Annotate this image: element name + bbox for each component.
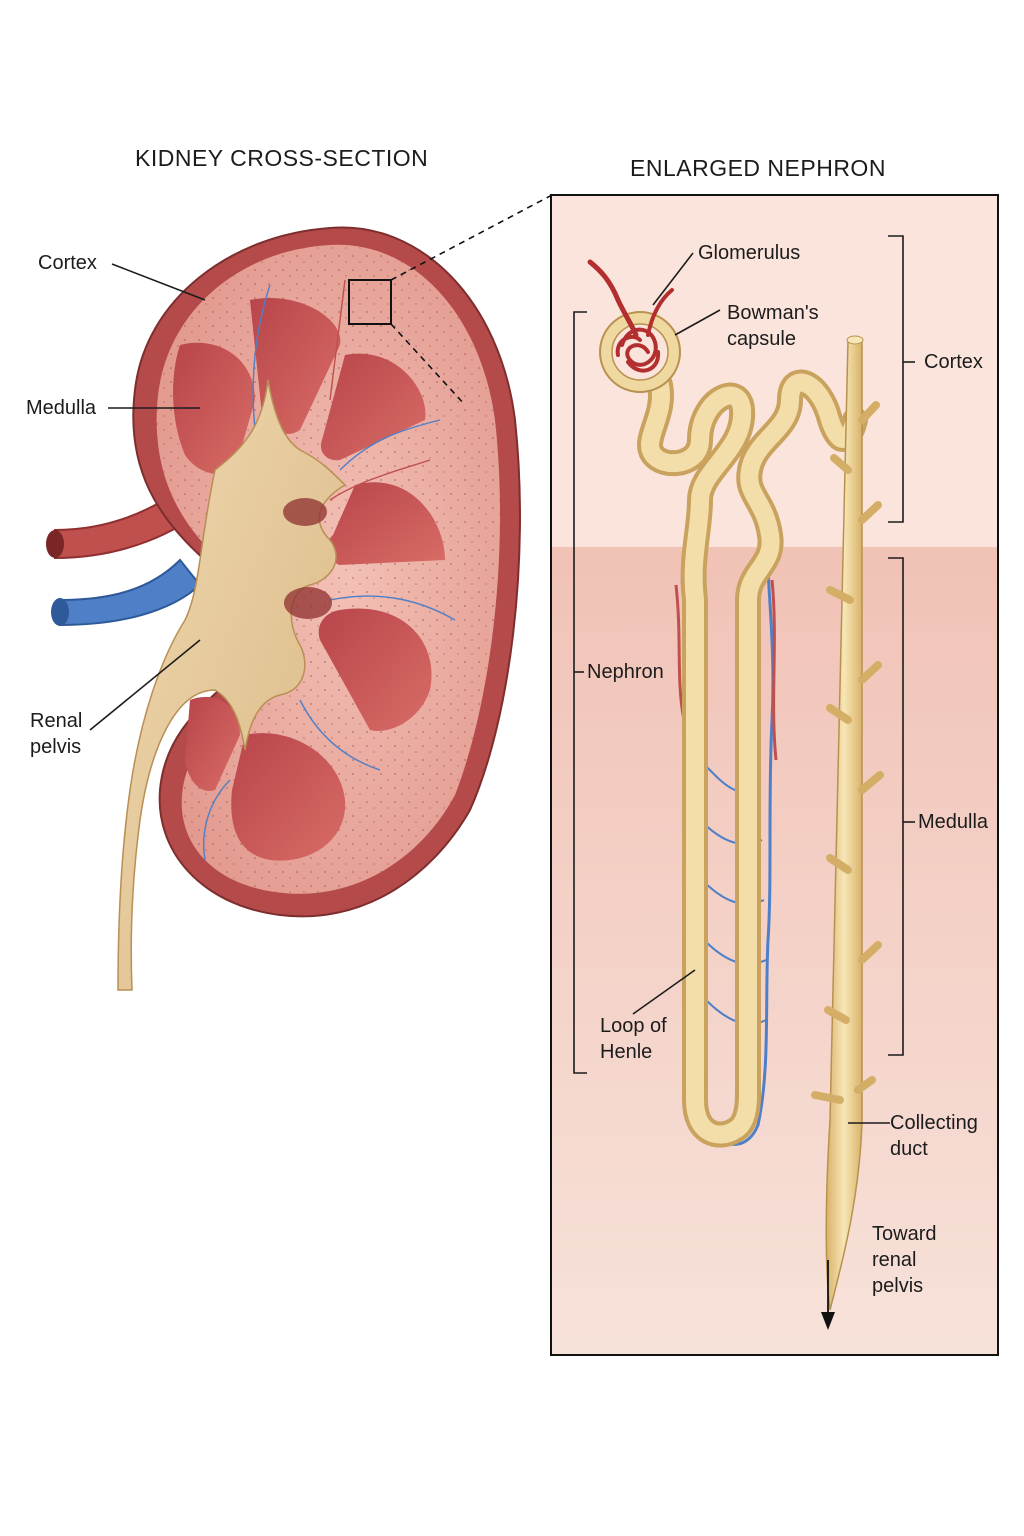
label-kidney-medulla: Medulla xyxy=(26,395,96,421)
label-loop-of-henle: Loop of Henle xyxy=(600,1013,667,1065)
label-collecting-duct: Collecting duct xyxy=(890,1110,978,1162)
label-nephron: Nephron xyxy=(587,659,664,685)
label-nephron-medulla: Medulla xyxy=(918,809,988,835)
label-toward-renal-pelvis: Toward renal pelvis xyxy=(872,1221,936,1299)
zoom-connector-top xyxy=(391,195,552,280)
label-kidney-cortex: Cortex xyxy=(38,250,97,276)
label-nephron-cortex: Cortex xyxy=(924,349,983,375)
renal-artery-opening xyxy=(46,530,64,558)
kidney-illustration xyxy=(46,227,520,990)
kidney-title: KIDNEY CROSS-SECTION xyxy=(135,145,428,172)
nephron-title: ENLARGED NEPHRON xyxy=(630,155,886,182)
renal-vein xyxy=(60,560,200,625)
label-bowmans-capsule: Bowman's capsule xyxy=(727,300,819,352)
renal-vein-opening xyxy=(51,598,69,626)
label-renal-pelvis: Renal pelvis xyxy=(30,708,82,760)
label-glomerulus: Glomerulus xyxy=(698,240,800,266)
